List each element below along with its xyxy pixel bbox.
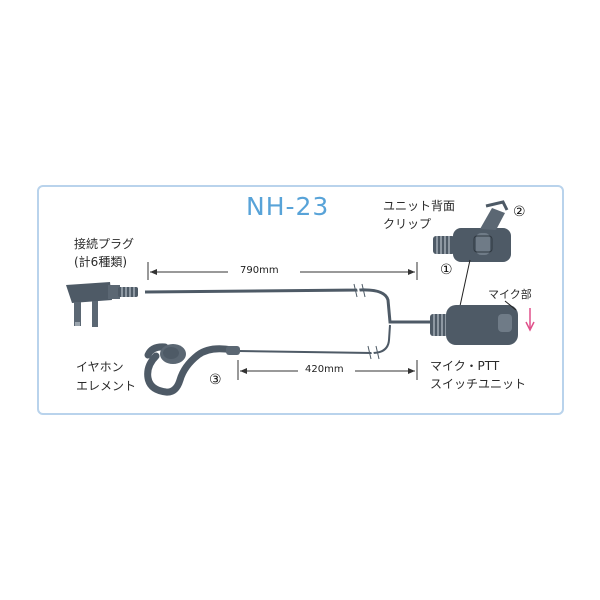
ptt-label-2: スイッチユニット — [430, 377, 527, 391]
earphone-cable — [237, 324, 391, 355]
earphone-label-2: エレメント — [76, 379, 137, 393]
callout-one: ① — [440, 262, 453, 278]
plug-label-count: (計6種類) — [74, 255, 127, 269]
callout-two: ② — [513, 204, 526, 220]
diagram-frame — [37, 185, 564, 415]
dimension-arrows — [150, 269, 415, 374]
ptt-label: マイク・PTT — [430, 359, 500, 373]
model-title: NH-23 — [246, 192, 330, 221]
clip-label-2: クリップ — [383, 217, 432, 231]
earphone-element-icon — [144, 343, 240, 396]
clip-unit-icon — [433, 200, 511, 307]
clip-label: ユニット背面 — [383, 199, 456, 213]
connector-plug-icon — [66, 282, 138, 327]
main-cable — [144, 288, 432, 324]
cable-break-marks — [356, 283, 375, 360]
earphone-label: イヤホン — [76, 360, 124, 374]
dimension-lines — [147, 262, 418, 380]
dimension-790-label: 790mm — [240, 265, 279, 276]
dimension-420-label: 420mm — [305, 364, 344, 375]
mic-ptt-unit-icon — [430, 300, 535, 345]
plug-label: 接続プラグ — [74, 237, 135, 251]
mic-label: マイク部 — [488, 288, 532, 301]
callout-three: ③ — [209, 372, 222, 388]
